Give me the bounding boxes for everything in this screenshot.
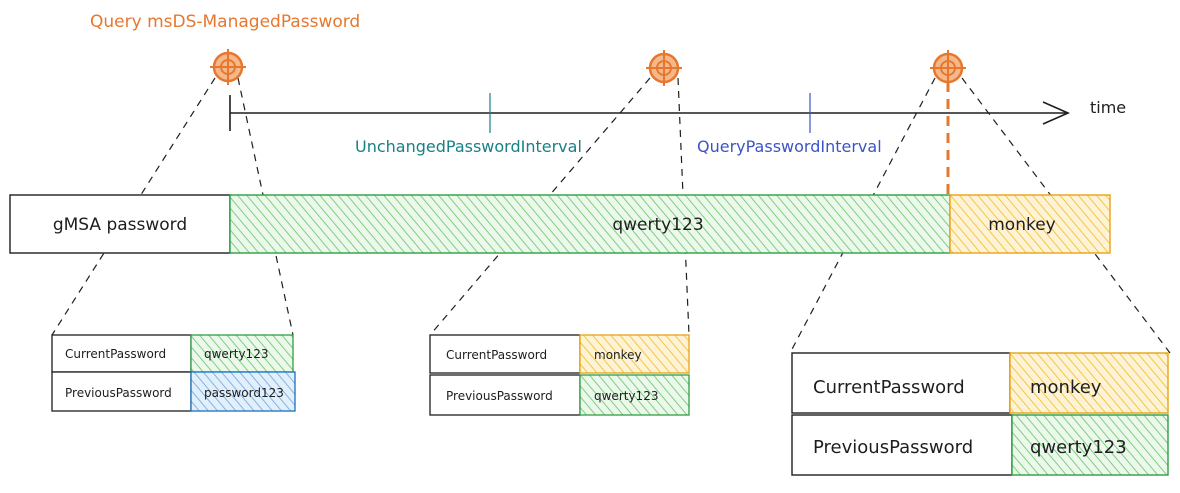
snapshot-value-cell: [1011, 414, 1169, 476]
query-target-icon: [210, 49, 246, 85]
snapshot-table: CurrentPassword qwerty123 PreviousPasswo…: [51, 334, 296, 412]
password-segment-qwerty123-label: qwerty123: [612, 215, 703, 235]
snapshot-value-cell: [579, 334, 690, 374]
snapshot-name-cell: [51, 371, 192, 412]
snapshot-field-value: monkey: [1030, 377, 1102, 398]
snapshot-table: CurrentPassword monkey PreviousPassword …: [429, 334, 690, 416]
time-axis-label: time: [1090, 98, 1126, 117]
snapshot-value-cell: [1009, 352, 1169, 414]
snapshot-field-name: CurrentPassword: [813, 377, 965, 398]
snapshot-field-value: qwerty123: [1030, 437, 1127, 458]
interval-label-query: QueryPasswordInterval: [697, 137, 882, 156]
snapshot-value-cell: [190, 334, 294, 373]
snapshot-name-cell: [429, 374, 581, 416]
snapshot-value-cell: [190, 371, 296, 412]
password-segment-monkey: [949, 194, 1111, 254]
snapshot-name-cell: [791, 352, 1011, 414]
password-bar-title-cell: [9, 194, 231, 254]
password-bar-title: gMSA password: [53, 215, 187, 235]
snapshot-field-value: qwerty123: [594, 389, 658, 403]
snapshot-field-name: CurrentPassword: [446, 348, 547, 362]
snapshot-name-cell: [51, 334, 192, 373]
query-label: Query msDS-ManagedPassword: [90, 12, 360, 32]
password-segment-qwerty123: [229, 194, 951, 254]
snapshot-field-name: CurrentPassword: [65, 347, 166, 361]
query-target-icon: [930, 50, 966, 86]
interval-label-unchanged: UnchangedPasswordInterval: [355, 137, 582, 156]
snapshot-field-name: PreviousPassword: [813, 437, 973, 458]
snapshot-name-cell: [429, 334, 581, 374]
snapshot-field-name: PreviousPassword: [65, 386, 172, 400]
snapshot-field-name: PreviousPassword: [446, 389, 553, 403]
password-segment-monkey-label: monkey: [988, 215, 1056, 235]
snapshot-table: CurrentPassword monkey PreviousPassword …: [791, 352, 1169, 476]
snapshot-name-cell: [791, 414, 1013, 476]
query-target-icon: [646, 50, 682, 86]
snapshot-field-value: monkey: [594, 348, 642, 362]
snapshot-value-cell: [579, 374, 690, 416]
snapshot-field-value: qwerty123: [204, 347, 268, 361]
timeline-axis: [229, 95, 1070, 131]
password-bar: gMSA password qwerty123 monkey: [9, 194, 1111, 254]
snapshot-field-value: password123: [204, 386, 284, 400]
